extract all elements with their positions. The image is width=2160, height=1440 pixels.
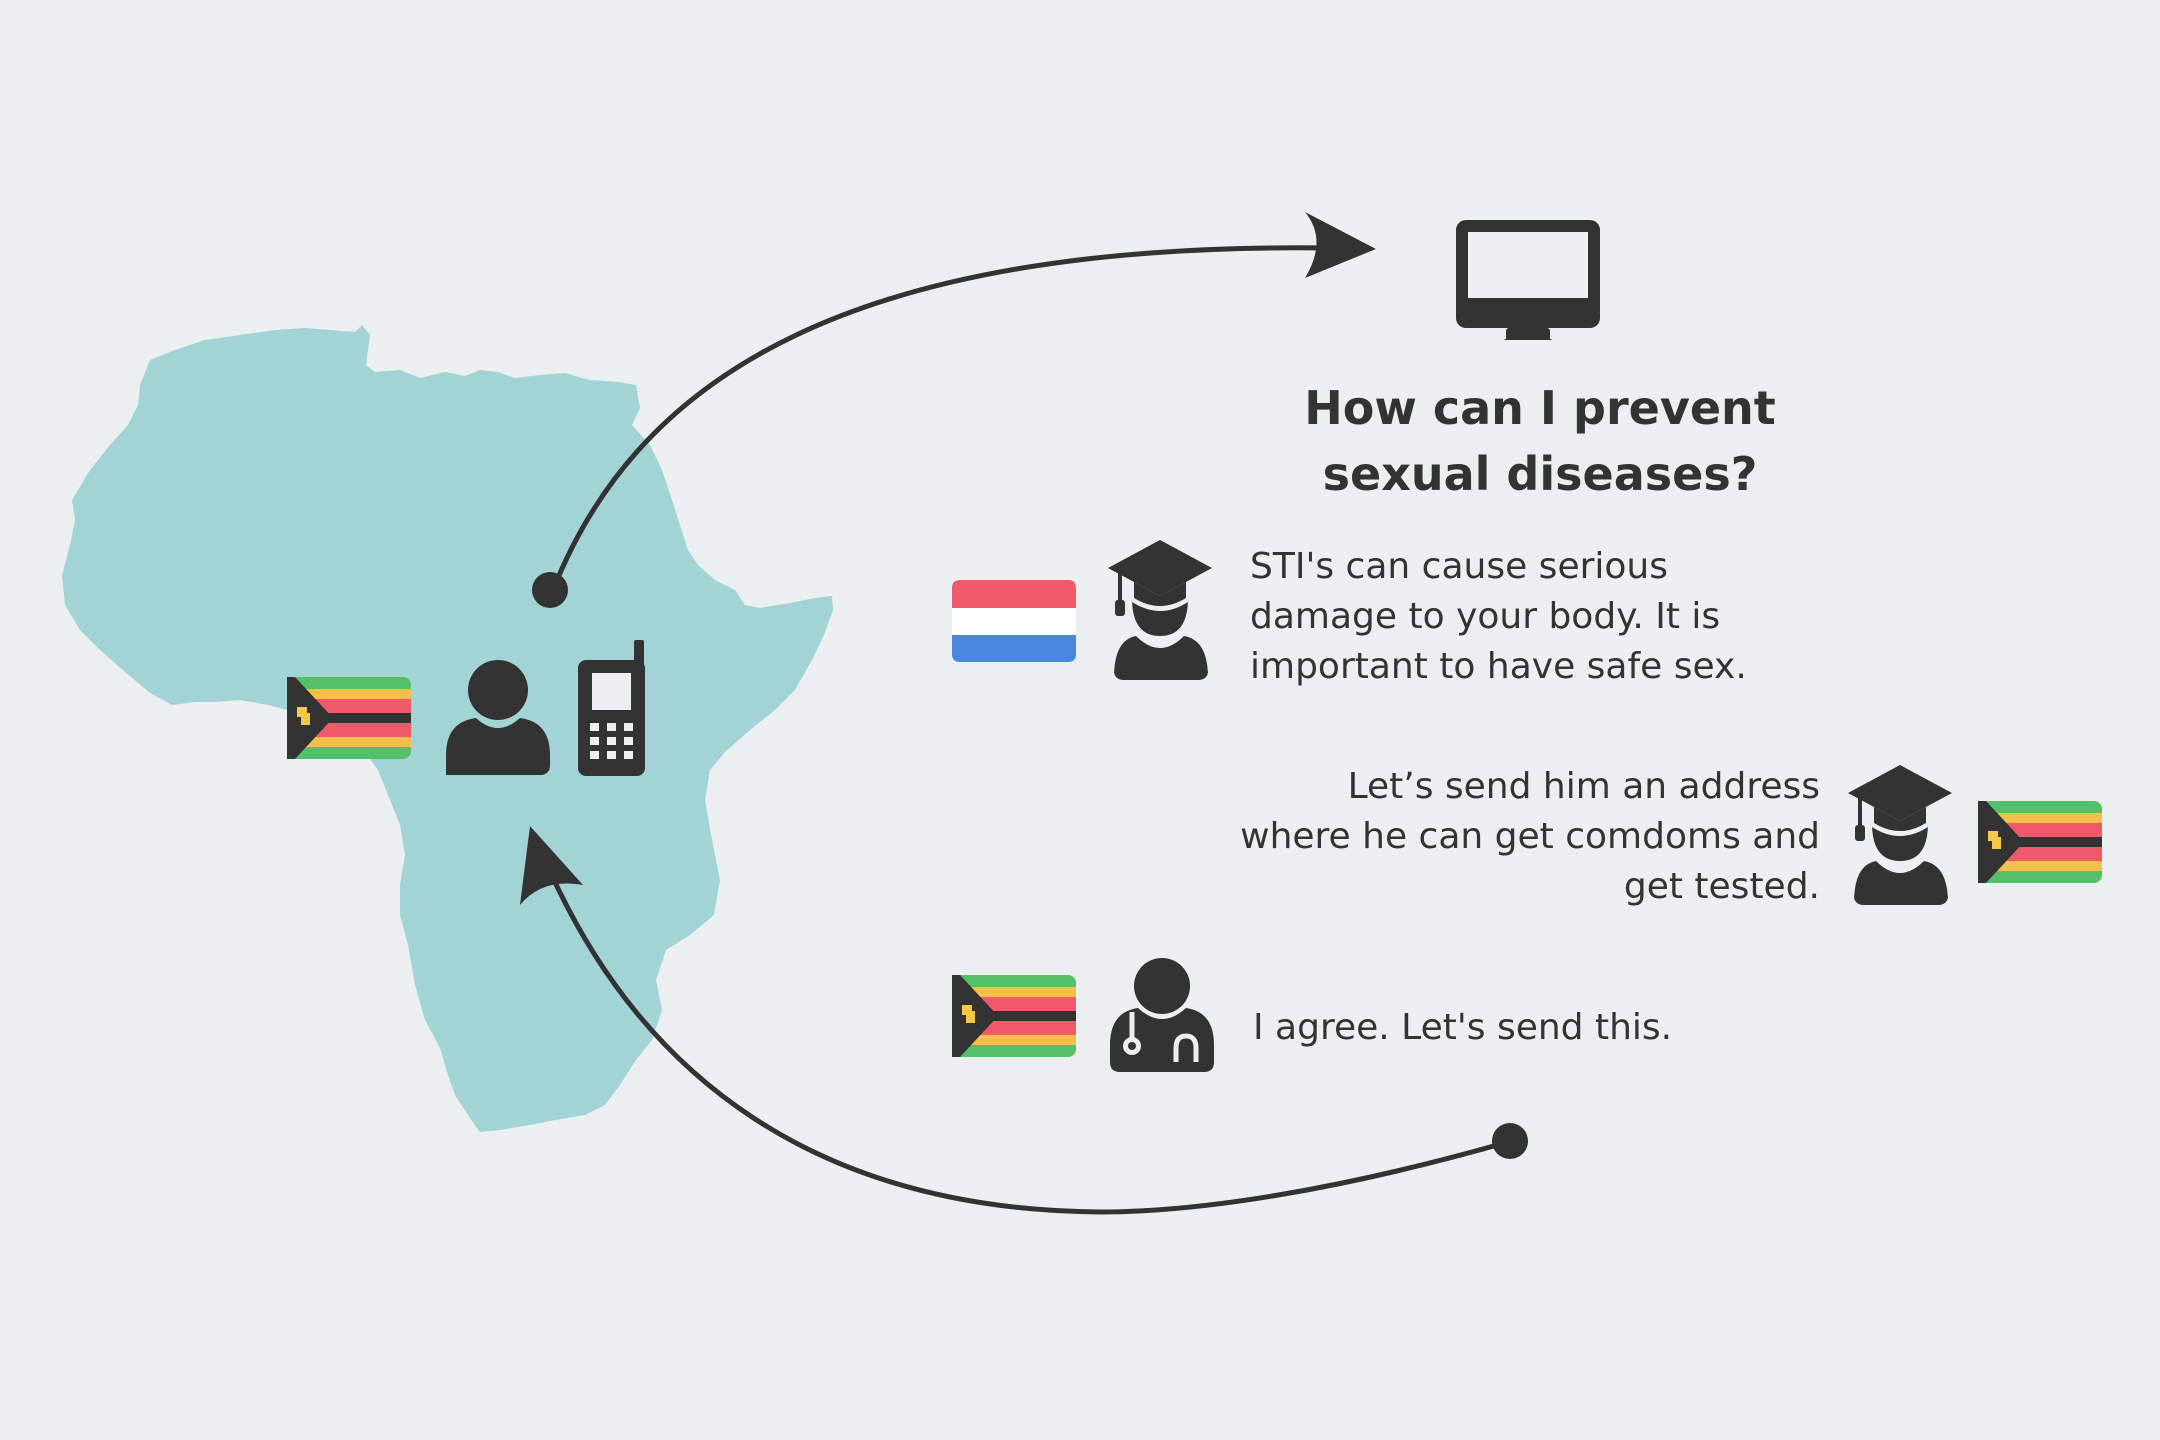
zimbabwe-flag <box>287 677 411 759</box>
netherlands-flag <box>952 580 1076 662</box>
message-zimbabwe-doctor: I agree. Let's send this. <box>1253 1007 1673 1048</box>
message-netherlands-graduate: STI's can cause serious damage to your b… <box>1250 546 1747 687</box>
arrow-end-dot <box>1492 1123 1528 1159</box>
zimbabwe-flag-3 <box>952 975 1076 1057</box>
arrow-to-user <box>542 859 1509 1215</box>
arrow-to-monitor <box>550 245 1331 591</box>
message-zimbabwe-graduate: Let’s send him an address where he can g… <box>1240 766 1820 907</box>
africa-map <box>62 325 833 1132</box>
monitor-icon <box>1456 220 1600 340</box>
arrow-to-user-head <box>520 826 583 905</box>
doctor-icon <box>1110 958 1214 1072</box>
question-text: How can I prevent sexual diseases? <box>1304 381 1776 501</box>
arrow-start-dot <box>532 572 568 608</box>
arrow-to-monitor-head <box>1305 212 1376 278</box>
zimbabwe-flag-2 <box>1978 801 2102 883</box>
graduate-icon-2 <box>1848 765 1952 905</box>
user-icon <box>446 660 550 775</box>
graduate-icon <box>1108 540 1212 680</box>
mobile-phone-icon <box>578 640 645 776</box>
